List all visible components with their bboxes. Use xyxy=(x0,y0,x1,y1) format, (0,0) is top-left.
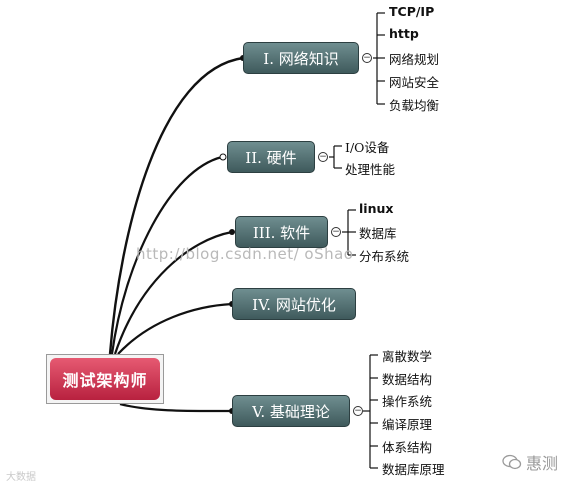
collapse-toggle-icon[interactable]: − xyxy=(353,406,363,416)
topic-software[interactable]: III. 软件 xyxy=(235,216,328,248)
leaf-item: I/O设备 xyxy=(345,140,390,155)
leaf-item: 负载均衡 xyxy=(389,98,440,113)
leaf-item: 离散数学 xyxy=(382,349,433,364)
collapse-toggle-icon[interactable]: − xyxy=(318,152,328,162)
leaf-bracket-5 xyxy=(363,354,378,469)
leaf-item: 数据库 xyxy=(359,226,397,241)
brand-logo-text: 惠测 xyxy=(526,454,559,473)
leaf-item: TCP/IP xyxy=(389,4,435,19)
leaf-item: 体系结构 xyxy=(382,440,433,455)
leaf-item: 数据结构 xyxy=(382,372,433,387)
topic-label: IV. 网站优化 xyxy=(252,295,336,314)
leaf-item: 操作系统 xyxy=(382,394,433,409)
topic-hardware[interactable]: II. 硬件 xyxy=(227,141,315,173)
topic-label: V. 基础理论 xyxy=(252,402,330,421)
leaf-bracket-3 xyxy=(342,209,356,256)
leaf-item: http xyxy=(389,26,419,41)
leaf-item: 网站安全 xyxy=(389,75,440,90)
branch-dot-3 xyxy=(229,229,235,235)
branch-line-2 xyxy=(110,155,223,355)
topic-label: III. 软件 xyxy=(252,223,311,242)
topic-website-optimization[interactable]: IV. 网站优化 xyxy=(232,288,356,320)
leaf-bracket-2 xyxy=(329,145,342,169)
branch-line-1 xyxy=(108,56,244,355)
branch-line-5 xyxy=(119,402,233,413)
leaf-item: 分布系统 xyxy=(359,249,410,264)
root-node-label: 测试架构师 xyxy=(50,358,160,400)
leaf-item: 网络规划 xyxy=(389,52,440,67)
topic-label: II. 硬件 xyxy=(245,148,297,167)
leaf-bracket-1 xyxy=(373,12,385,105)
leaf-item: 编译原理 xyxy=(382,417,433,432)
root-node[interactable]: 测试架构师 xyxy=(46,354,164,404)
leaf-item: linux xyxy=(359,201,394,216)
topic-network-knowledge[interactable]: I. 网络知识 xyxy=(243,42,359,74)
collapse-toggle-icon[interactable]: − xyxy=(331,227,341,237)
brand-logo-text: 大数据 xyxy=(6,472,36,483)
brand-logo-left: 大数据 xyxy=(6,468,36,483)
branch-line-3 xyxy=(113,230,233,355)
url-watermark: http://blog.csdn.net/ oShao xyxy=(136,245,354,263)
collapse-toggle-icon[interactable]: − xyxy=(362,53,372,63)
branch-line-4 xyxy=(117,302,233,355)
leaf-item: 数据库原理 xyxy=(382,462,445,477)
chat-bubble-icon xyxy=(502,454,522,470)
topic-label: I. 网络知识 xyxy=(263,49,339,68)
branch-dot-2 xyxy=(219,153,227,161)
topic-fundamental-theory[interactable]: V. 基础理论 xyxy=(232,395,350,427)
leaf-item: 处理性能 xyxy=(345,162,396,177)
brand-logo-right: 惠测 xyxy=(502,450,558,474)
